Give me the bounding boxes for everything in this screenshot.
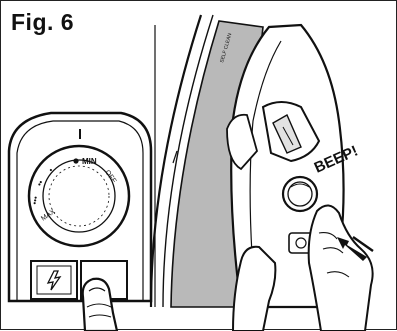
dial-pointer-dot	[73, 158, 78, 163]
dial-mark-3: •••	[30, 195, 40, 205]
iron-drawing: SELF CLEAN	[151, 15, 373, 331]
control-panel: MIN OFF MAX • •• •••	[9, 113, 151, 331]
steam-button[interactable]	[31, 261, 77, 299]
temperature-dial[interactable]: MIN OFF MAX • •• •••	[29, 146, 129, 246]
steam-knob[interactable]	[283, 177, 317, 211]
dial-label-min: MIN	[82, 157, 97, 166]
